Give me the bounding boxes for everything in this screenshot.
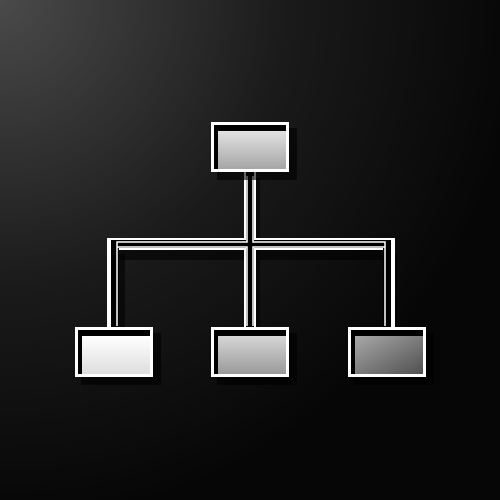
connector-lines <box>107 168 397 334</box>
node-root-fill <box>218 131 286 169</box>
node-root <box>211 122 297 180</box>
node-child-left-fill <box>82 336 150 374</box>
node-child-right <box>348 327 434 385</box>
node-child-center-fill <box>218 336 286 374</box>
node-child-left <box>75 327 161 385</box>
node-child-center <box>211 327 297 385</box>
node-child-right-fill <box>355 336 423 374</box>
